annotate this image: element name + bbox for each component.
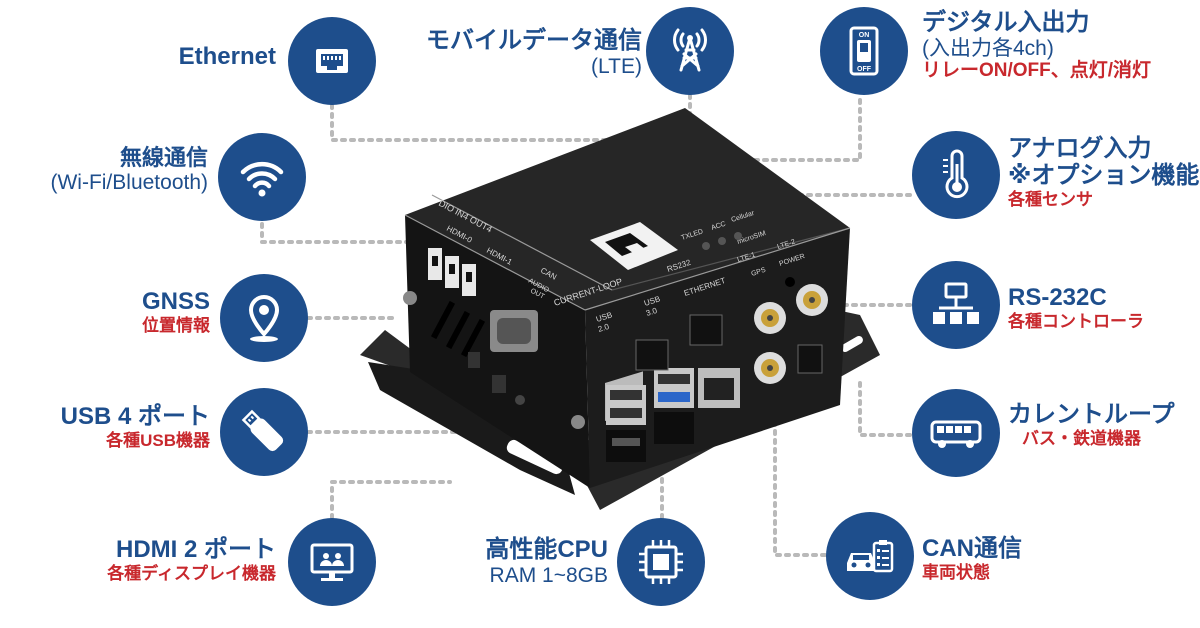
- connector-can: [773, 416, 827, 557]
- gnss-note: 位置情報: [142, 315, 210, 335]
- usb-title: USB 4 ポート: [60, 403, 210, 430]
- thermometer-icon: [943, 149, 969, 199]
- digital-io-note: リレーON/OFF、点灯/消灯: [922, 60, 1152, 82]
- can-circle: [826, 512, 914, 600]
- usb-label: USB 4 ポート 各種USB機器: [60, 403, 210, 450]
- bus-icon: [930, 420, 982, 448]
- antenna-tower-icon: [673, 28, 707, 72]
- mobile-title: モバイルデータ通信: [426, 27, 642, 54]
- ethernet-port-icon: [316, 49, 348, 73]
- gnss-label: GNSS 位置情報: [141, 288, 210, 335]
- can-note: 車両状態: [922, 562, 990, 582]
- gnss-circle: [220, 274, 308, 362]
- current-loop-note: バス・鉄道機器: [1022, 428, 1141, 448]
- mobile-label: モバイルデータ通信 (LTE): [426, 27, 642, 78]
- label-usb30-version: 3.0: [645, 306, 659, 318]
- connector-hdmi: [330, 480, 452, 520]
- svg-text:ON: ON: [859, 32, 870, 39]
- wireless-title: 無線通信: [119, 145, 208, 170]
- analog-title: アナログ入力: [1008, 135, 1152, 162]
- wireless-subtitle: (Wi-Fi/Bluetooth): [50, 170, 208, 194]
- network-diagram-icon: [933, 282, 979, 324]
- device-right-face: [585, 228, 850, 488]
- current-loop-label: カレントループ バス・鉄道機器: [1008, 401, 1175, 448]
- analog-label: アナログ入力 ※オプション機能 各種センサ: [1008, 135, 1200, 209]
- hdmi-circle: [288, 518, 376, 606]
- label-usb20-version: 2.0: [597, 322, 611, 334]
- ethernet-title: Ethernet: [178, 43, 276, 70]
- label-acc: ACC: [710, 221, 726, 232]
- map-pin-icon: [248, 294, 280, 342]
- wireless-label: 無線通信 (Wi-Fi/Bluetooth): [50, 145, 208, 194]
- antenna-connectors: [754, 284, 828, 384]
- rs232c-note: 各種コントローラ: [1008, 311, 1144, 331]
- label-gps: GPS: [750, 267, 767, 278]
- hdmi-note: 各種ディスプレイ機器: [107, 563, 276, 583]
- rs232c-circle: [912, 261, 1000, 349]
- analog-option: ※オプション機能: [1008, 161, 1200, 189]
- cpu-title: 高性能CPU: [485, 536, 608, 563]
- digital-io-subtitle: (入出力各4ch): [922, 36, 1054, 60]
- usb-circle: [220, 388, 308, 476]
- hdmi-title: HDMI 2 ポート: [115, 536, 276, 563]
- connector-digital-io: [743, 98, 862, 162]
- can-label: CAN通信 車両状態: [922, 535, 1022, 582]
- cpu-memory: RAM 1~8GB: [489, 563, 608, 587]
- ethernet-circle: [288, 17, 376, 105]
- current-loop-circle: [912, 389, 1000, 477]
- rs232c-label: RS-232C 各種コントローラ: [1008, 284, 1144, 331]
- ethernet-label: Ethernet: [178, 43, 276, 71]
- current-loop-title: カレントループ: [1008, 401, 1175, 428]
- wifi-icon: [240, 161, 284, 197]
- device-top: [405, 108, 850, 310]
- cpu-label: 高性能CPU RAM 1~8GB: [485, 536, 608, 587]
- usb-note: 各種USB機器: [106, 430, 210, 450]
- mobile-subtitle: (LTE): [591, 54, 642, 78]
- hdmi-label: HDMI 2 ポート 各種ディスプレイ機器: [107, 536, 276, 583]
- on-off-switch-icon: ON OFF: [849, 26, 879, 76]
- gnss-title: GNSS: [141, 288, 210, 315]
- digital-io-label: デジタル入出力 (入出力各4ch) リレーON/OFF、点灯/消灯: [922, 9, 1152, 82]
- connector-current-loop: [858, 378, 912, 437]
- wireless-circle: [218, 133, 306, 221]
- svg-text:OFF: OFF: [857, 66, 872, 73]
- cpu-circle: [617, 518, 705, 606]
- digital-io-title: デジタル入出力: [922, 9, 1090, 36]
- connector-wireless: [260, 213, 422, 244]
- analog-note: 各種センサ: [1008, 189, 1093, 209]
- mobile-circle: [646, 7, 734, 95]
- monitor-icon: [310, 543, 354, 581]
- digital-io-circle: ON OFF: [820, 7, 908, 95]
- car-checklist-icon: [847, 540, 894, 573]
- usb-stick-icon: [241, 409, 284, 452]
- rs232c-title: RS-232C: [1008, 284, 1107, 311]
- cpu-chip-icon: [639, 540, 683, 584]
- can-title: CAN通信: [922, 535, 1022, 562]
- analog-circle: [912, 131, 1000, 219]
